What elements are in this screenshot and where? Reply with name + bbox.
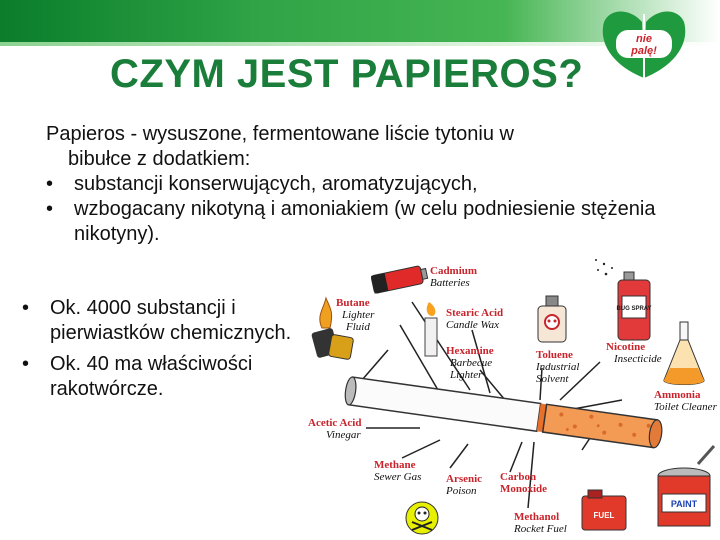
- paint-can-icon: PAINT: [657, 445, 716, 527]
- label-toluene-use2: Solvent: [536, 373, 569, 385]
- paint-can-label: PAINT: [671, 499, 698, 509]
- label-methanol: Methanol: [514, 511, 559, 523]
- label-methanol-use: Rocket Fuel: [513, 523, 567, 535]
- candle-icon: [424, 302, 438, 357]
- label-hexamine: Hexamine: [446, 345, 494, 357]
- flask-icon: [663, 321, 705, 385]
- page-title: CZYM JEST PAPIEROS?: [110, 52, 584, 96]
- label-stearic-acid-use: Candle Wax: [446, 319, 499, 331]
- bug-spray-label: BUG SPRAY: [616, 306, 651, 312]
- label-carbon-monoxide-1: Carbon: [500, 471, 536, 483]
- lighter-icon: [311, 296, 354, 360]
- label-carbon-monoxide-2: Monoxide: [500, 483, 547, 495]
- intro-text: Papieros - wysuszone, fermentowane liści…: [46, 122, 686, 247]
- intro-lead-line2: bibułce z dodatkiem:: [68, 148, 251, 170]
- label-hexamine-use1: Barbecue: [450, 357, 492, 369]
- intro-bullet-2: wzbogacany nikotyną i amoniakiem (w celu…: [46, 197, 686, 247]
- label-ammonia-use: Toilet Cleaner: [654, 401, 718, 413]
- label-cadmium-use: Batteries: [430, 277, 470, 289]
- logo-text-line1: nie: [636, 33, 652, 45]
- intro-bullet-1: substancji konserwujących, aromatyzujący…: [46, 172, 686, 197]
- label-arsenic-use: Poison: [445, 485, 477, 497]
- label-acetic-acid: Acetic Acid: [308, 417, 361, 429]
- label-acetic-acid-use: Vinegar: [326, 429, 361, 441]
- green-header-band: [0, 0, 720, 46]
- label-ammonia: Ammonia: [654, 389, 701, 401]
- top-bar: [0, 0, 720, 46]
- bug-spray-icon: BUG SPRAY: [595, 259, 652, 341]
- label-nicotine: Nicotine: [606, 341, 645, 353]
- label-toluene-use1: Industrial: [535, 361, 579, 373]
- label-nicotine-use: Insecticide: [613, 353, 662, 365]
- nie-pale-logo: nie palę!: [602, 11, 686, 78]
- label-hexamine-use2: Lighter: [449, 369, 483, 381]
- left-bullet-list: Ok. 4000 substancji i pierwiastków chemi…: [22, 296, 302, 408]
- left-bullet-2: Ok. 40 ma właściwości rakotwórcze.: [22, 352, 302, 402]
- solvent-bottle-icon: [537, 295, 567, 343]
- label-methane-use: Sewer Gas: [374, 471, 421, 483]
- logo-text-line2: palę!: [630, 45, 657, 57]
- battery-icon: [370, 265, 429, 294]
- label-butane-use2: Fluid: [345, 321, 370, 333]
- left-bullet-1: Ok. 4000 substancji i pierwiastków chemi…: [22, 296, 302, 346]
- label-stearic-acid: Stearic Acid: [446, 307, 503, 319]
- fuel-can-label: FUEL: [594, 511, 615, 520]
- fuel-can-icon: FUEL: [581, 489, 627, 531]
- label-butane-use1: Lighter: [341, 309, 375, 321]
- label-arsenic: Arsenic: [446, 473, 482, 485]
- intro-lead-line1: Papieros - wysuszone, fermentowane liści…: [46, 123, 514, 145]
- label-toluene: Toluene: [536, 349, 573, 361]
- label-cadmium: Cadmium: [430, 265, 477, 277]
- skull-crossbones-icon: [405, 501, 439, 535]
- label-butane: Butane: [336, 297, 370, 309]
- label-methane: Methane: [374, 459, 416, 471]
- cigarette-ingredients-diagram: Cadmium Batteries Butane Lighter Fluid S…: [308, 259, 718, 535]
- cigarette: [344, 376, 663, 449]
